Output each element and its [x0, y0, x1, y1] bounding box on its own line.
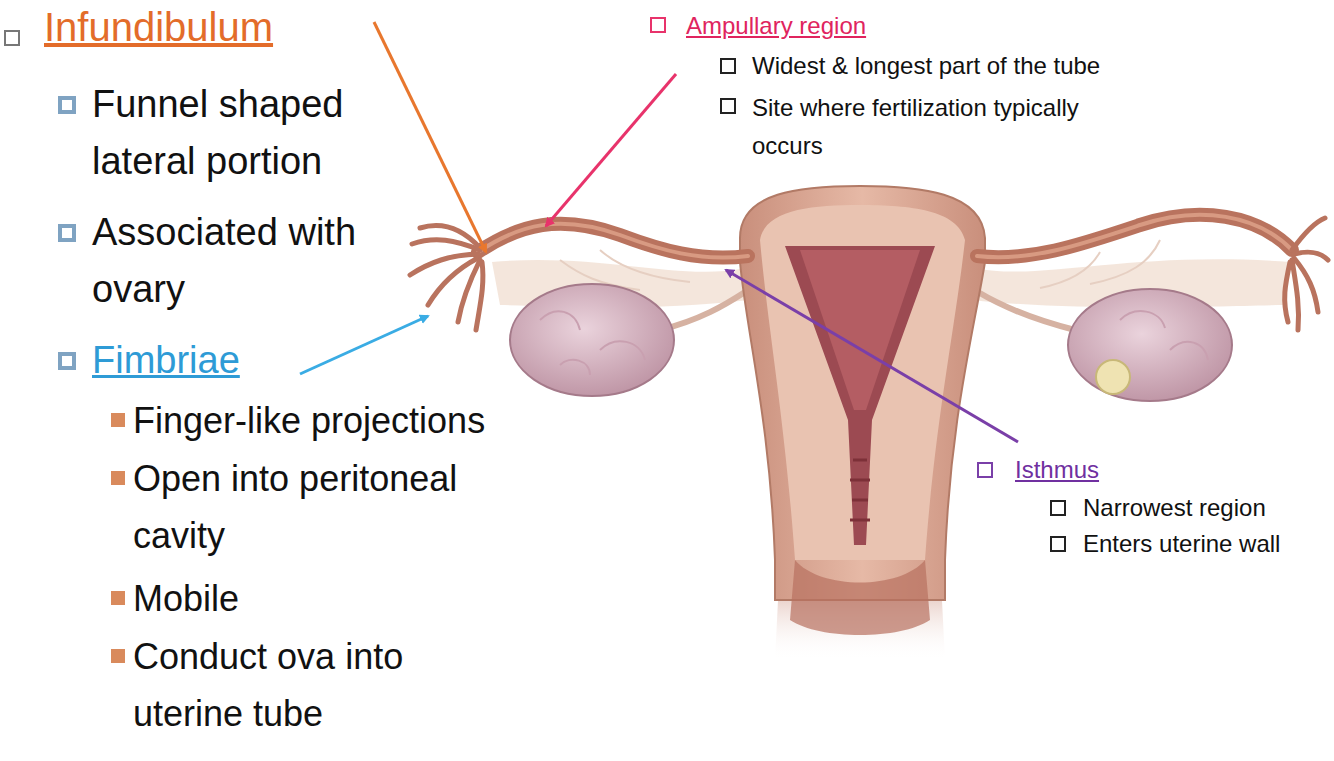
checkbox-bullet	[720, 98, 736, 114]
bullet-square	[111, 471, 125, 485]
bullet-text: Mobile	[133, 570, 523, 627]
checkbox-bullet	[977, 462, 993, 478]
bullet-text: Narrowest region	[1083, 491, 1266, 525]
bullet-text: Funnel shaped lateral portion	[92, 76, 412, 190]
bullet-text: Open into peritoneal cavity	[133, 450, 523, 564]
bullet-text: Finger-like projections	[133, 392, 523, 449]
bullet-text: Associated with ovary	[92, 204, 422, 318]
checkbox-bullet	[650, 17, 666, 33]
bullet-text: Conduct ova into uterine tube	[133, 628, 523, 742]
section-heading: Fimbriae	[92, 332, 240, 389]
bullet-text: Enters uterine wall	[1083, 527, 1280, 561]
bullet-square	[111, 413, 125, 427]
bullet-square	[58, 224, 76, 242]
bullet-text: Widest & longest part of the tube	[752, 49, 1100, 83]
checkbox-bullet	[1050, 500, 1066, 516]
bullet-square	[111, 649, 125, 663]
section-heading: Isthmus	[1015, 453, 1099, 487]
bullet-square	[58, 352, 76, 370]
section-heading: Infundibulum	[44, 2, 273, 52]
bullet-text: Site where fertilization typically occur…	[752, 89, 1132, 165]
checkbox-bullet	[720, 58, 736, 74]
section-heading: Ampullary region	[686, 9, 866, 43]
bullet-square	[111, 591, 125, 605]
bullet-square	[4, 30, 20, 46]
checkbox-bullet	[1050, 536, 1066, 552]
bullet-square	[58, 96, 76, 114]
